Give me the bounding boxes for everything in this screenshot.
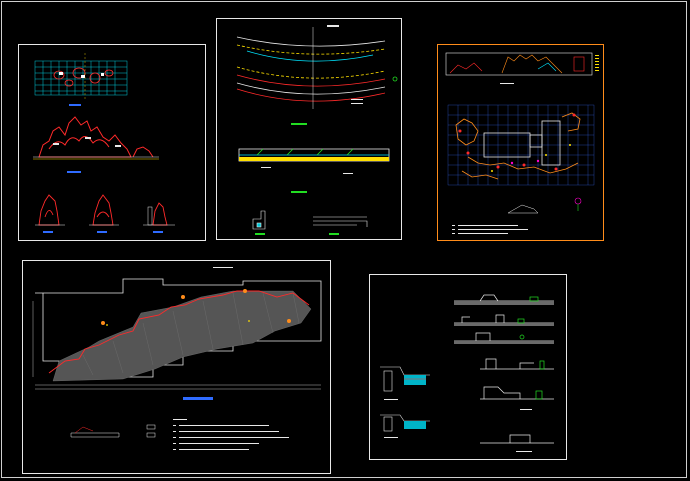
flower-detail — [574, 197, 582, 211]
elevation-row-6 — [480, 434, 554, 444]
step-detail — [313, 216, 368, 227]
wall-section-b — [380, 414, 430, 432]
rockery-section-c — [147, 202, 168, 226]
top-elevation-strip — [445, 52, 593, 76]
dim-lines — [32, 301, 321, 390]
rockery-detail-sheet[interactable] — [18, 44, 206, 241]
paving-joints — [82, 292, 300, 376]
curved-road — [236, 36, 386, 102]
curb-detail — [252, 210, 266, 230]
site-notes — [452, 225, 528, 234]
plan-title-bar — [69, 104, 81, 106]
elevation-tags — [53, 137, 121, 147]
road-base-course — [239, 157, 389, 161]
elevation-title-bar — [67, 171, 81, 173]
site-plan-sheet[interactable] — [437, 44, 604, 241]
plaza-title-bar — [183, 397, 213, 400]
elevation-row-5 — [480, 386, 554, 400]
rockery-plan-grid — [34, 60, 128, 96]
plaza-detail-small — [70, 424, 156, 438]
slope-detail — [507, 204, 539, 214]
site-rockery — [455, 112, 581, 180]
rockery-elevation — [38, 116, 154, 158]
rockery-detail-drawing — [33, 53, 175, 233]
site-plants — [458, 113, 576, 171]
tree-symbols — [101, 289, 291, 325]
plaza-plan-drawing — [32, 267, 322, 450]
rockery-plan-marks — [59, 72, 104, 78]
road-section-sheet[interactable] — [216, 18, 402, 240]
site-buildings — [483, 120, 561, 166]
rockery-plan-stones — [53, 67, 114, 87]
section-title-bar — [291, 191, 307, 193]
elevation-labels — [516, 409, 532, 452]
elevation-row-2 — [454, 314, 554, 326]
legend-column — [595, 55, 599, 71]
road-marker — [392, 76, 398, 82]
elevation-sheet[interactable] — [369, 274, 567, 460]
planter-edges — [48, 290, 310, 374]
rockery-section-b — [92, 194, 114, 226]
road-plan-title-bar — [291, 123, 307, 125]
plaza-plan-sheet[interactable] — [22, 260, 331, 474]
site-plan-drawing — [445, 52, 599, 234]
plaza-notes — [173, 419, 289, 450]
road-section-drawing — [236, 25, 398, 235]
paving-area — [52, 290, 312, 382]
elevation-row-3 — [454, 332, 554, 344]
rockery-section-a — [38, 194, 60, 226]
wall-section-a — [380, 366, 430, 392]
elevation-drawing — [380, 294, 554, 452]
site-plan-grid — [447, 104, 595, 186]
elevation-row-4 — [480, 358, 554, 370]
elevation-row-1 — [454, 294, 554, 305]
